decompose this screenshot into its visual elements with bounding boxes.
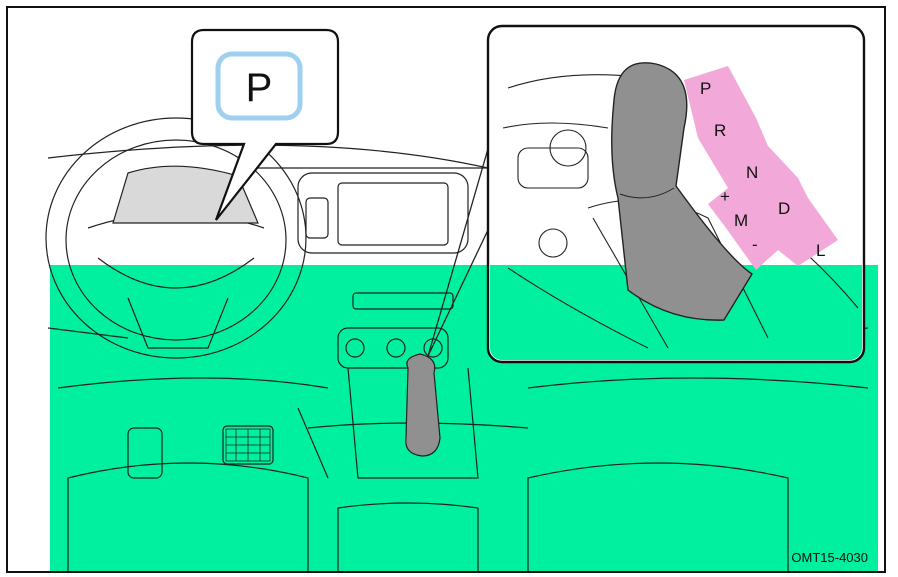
gate-label-n: N <box>746 163 758 182</box>
gear-shifter-main <box>406 354 440 456</box>
gate-label-plus: + <box>720 187 730 206</box>
gate-label-m: M <box>734 211 748 230</box>
gate-label-d: D <box>778 199 790 218</box>
car-interior-illustration: P P R N D L <box>8 8 886 573</box>
gate-label-r: R <box>714 121 726 140</box>
figure-frame: P P R N D L <box>6 6 886 573</box>
gate-label-minus: - <box>752 235 758 254</box>
gear-indicator-text: P <box>246 66 273 110</box>
gate-label-p: P <box>700 79 711 98</box>
figure-code: OMT15-4030 <box>791 550 868 565</box>
gate-label-l: L <box>816 241 825 260</box>
shifter-inset: P R N D L + M - <box>488 26 864 362</box>
